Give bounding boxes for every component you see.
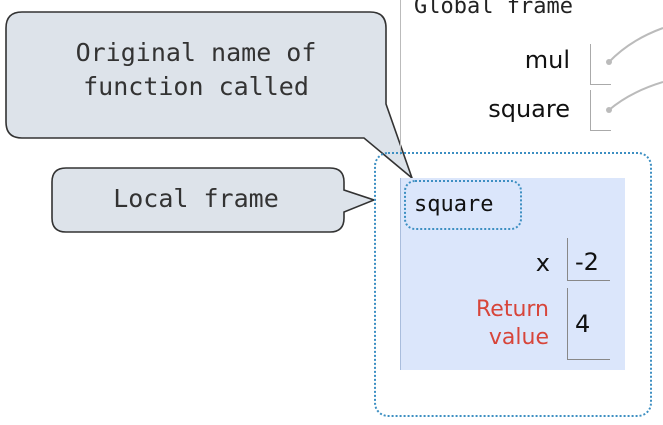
local-frame-name: square	[414, 192, 494, 217]
global-var-mul-cell	[590, 44, 611, 85]
return-value: 4	[575, 310, 591, 338]
return-label-line-2: value	[488, 325, 549, 350]
binding-value-x: -2	[575, 248, 599, 276]
return-label-line-1: Return	[475, 297, 549, 322]
callout-original-name-text: Original name of function called	[8, 36, 384, 104]
binding-cell-x	[567, 238, 610, 281]
global-frame-title: Global frame	[414, 0, 573, 19]
global-var-square-cell	[590, 90, 611, 131]
local-frame-highlight	[374, 152, 652, 417]
pointer-line-square	[608, 81, 663, 111]
frame-name-highlight	[404, 180, 522, 230]
return-value-cell	[567, 288, 610, 360]
global-var-square: square	[488, 95, 570, 123]
callout-original-name-line-1: Original name of	[75, 38, 317, 67]
binding-name-x: x	[535, 249, 550, 277]
callout-local-frame-text: Local frame	[113, 184, 279, 213]
pointer-line-mul	[608, 27, 663, 63]
callout-original-name-bubble	[5, 11, 414, 181]
global-var-mul: mul	[524, 46, 570, 74]
callout-original-name-line-2: function called	[83, 72, 309, 101]
callout-local-frame-bubble	[51, 167, 377, 233]
return-value-label: Return value	[440, 296, 549, 352]
local-frame-box	[400, 178, 625, 370]
global-frame-divider	[400, 0, 401, 155]
